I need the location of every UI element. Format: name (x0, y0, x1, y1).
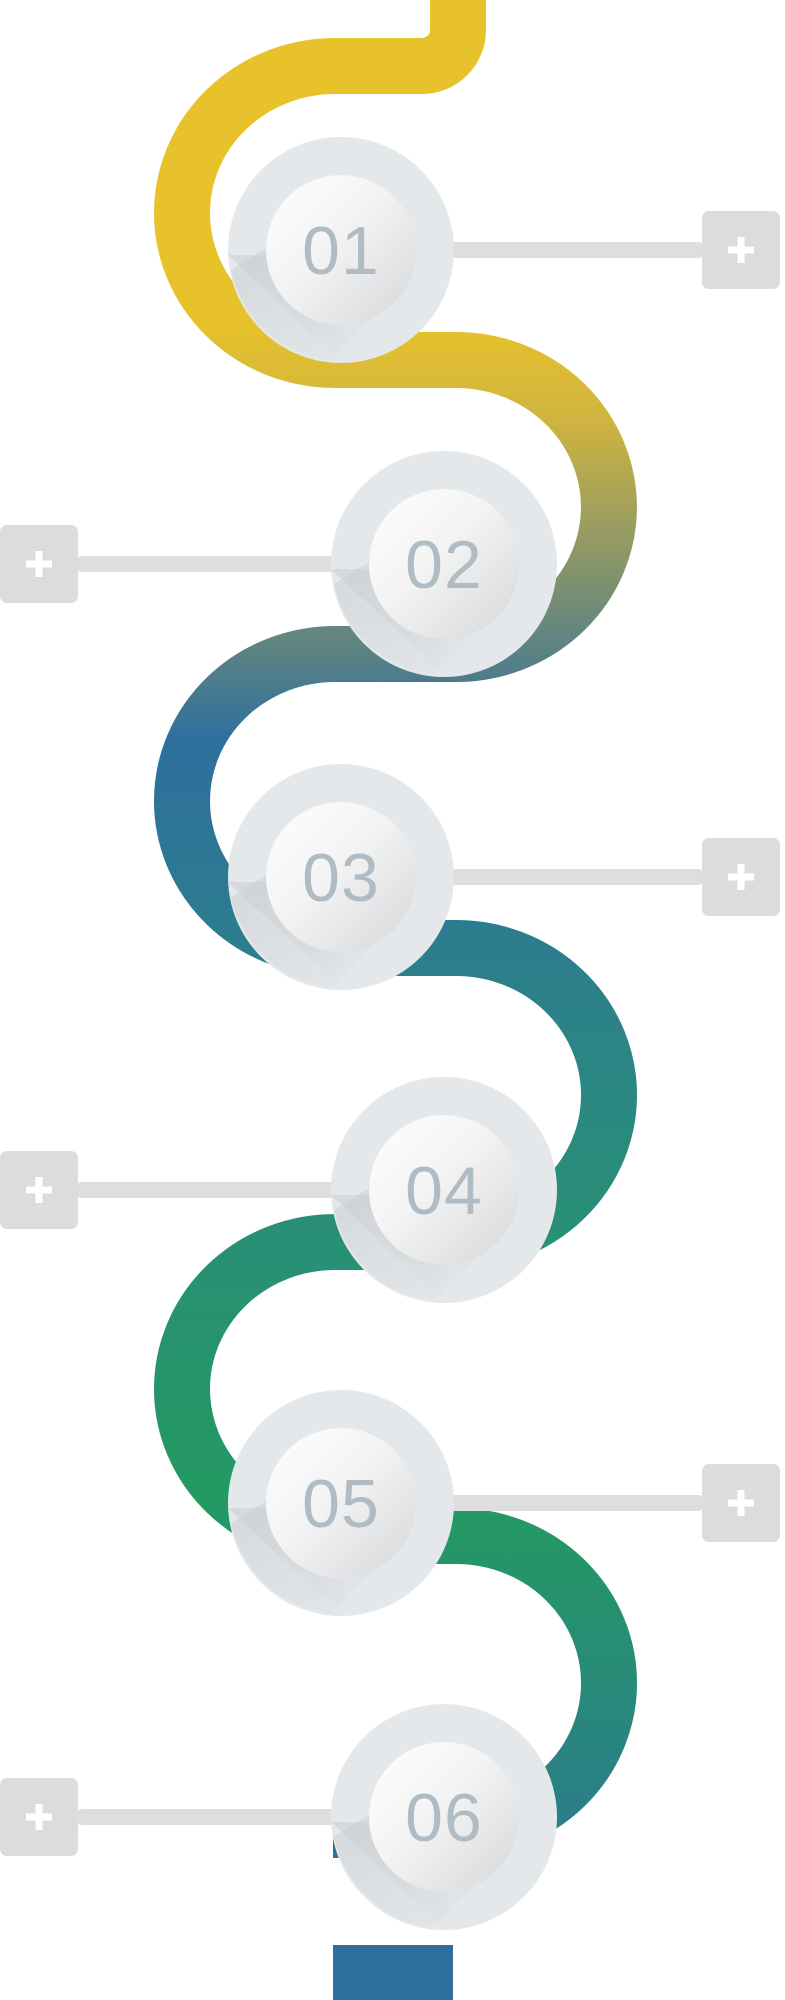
connector-line (78, 1809, 384, 1825)
connector-02 (0, 525, 384, 603)
connector-04 (0, 1151, 384, 1229)
step-disc-inner (266, 175, 416, 325)
timeline-step-05: 05 (228, 1390, 454, 1616)
step-disc-inner (369, 489, 519, 639)
step-number: 01 (302, 213, 380, 289)
connector-line (401, 869, 702, 885)
step-number: 03 (302, 840, 380, 916)
add-step-03-button[interactable] (702, 838, 780, 916)
connector-line (401, 1495, 702, 1511)
timeline-step-03: 03 (228, 764, 454, 990)
connector-06 (0, 1778, 384, 1856)
path-bottom-segment (333, 1945, 453, 2000)
step-number: 06 (405, 1780, 483, 1856)
plus-icon (26, 1804, 52, 1830)
add-step-02-button[interactable] (0, 525, 78, 603)
add-step-05-button[interactable] (702, 1464, 780, 1542)
step-disc-inner (369, 1742, 519, 1892)
add-step-04-button[interactable] (0, 1151, 78, 1229)
plus-icon (26, 1177, 52, 1203)
step-disc-inner (369, 1115, 519, 1265)
connector-line (78, 1182, 384, 1198)
timeline-step-06: 06 (331, 1704, 557, 1930)
path-start-cap (430, 0, 486, 8)
plus-icon (728, 864, 754, 890)
step-disc-inner (266, 802, 416, 952)
add-step-01-button[interactable] (702, 211, 780, 289)
timeline-step-04: 04 (331, 1077, 557, 1303)
step-number: 02 (405, 527, 483, 603)
add-step-06-button[interactable] (0, 1778, 78, 1856)
plus-icon (728, 237, 754, 263)
plus-icon (728, 1490, 754, 1516)
connector-05 (401, 1464, 780, 1542)
timeline-step-02: 02 (331, 451, 557, 677)
connector-line (401, 242, 702, 258)
step-number: 04 (405, 1153, 483, 1229)
plus-icon (26, 551, 52, 577)
connector-01 (401, 211, 780, 289)
connector-line (78, 556, 384, 572)
timeline-step-01: 01 (228, 137, 454, 363)
connector-03 (401, 838, 780, 916)
step-number: 05 (302, 1466, 380, 1542)
step-disc-inner (266, 1428, 416, 1578)
